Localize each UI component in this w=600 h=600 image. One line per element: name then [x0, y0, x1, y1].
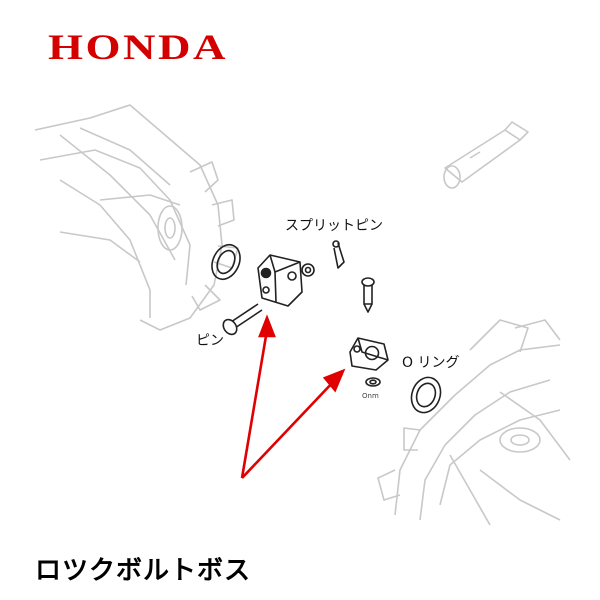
- nut-part: [301, 263, 315, 277]
- lock-bolt-boss-right: [349, 337, 389, 371]
- pointer-arrows: [240, 314, 346, 479]
- o-ring-left: [211, 243, 241, 281]
- honda-logo: HONDA: [48, 27, 228, 67]
- o-ring-label: O リング: [402, 355, 460, 371]
- left-tine-rotor: [34, 104, 239, 331]
- lock-bolt-boss-left: [257, 254, 303, 307]
- pin-label: ピン: [196, 333, 224, 349]
- split-pin-label: スプリットピン: [285, 218, 383, 234]
- pin-part: [222, 303, 263, 336]
- split-pin-part: [332, 240, 345, 269]
- shaft-part: [443, 121, 529, 189]
- right-tine-rotor: [377, 319, 571, 526]
- bolt-part: [361, 277, 375, 313]
- part-caption: ロツクボルトボス: [35, 556, 252, 586]
- small-mark-label: Onm: [362, 392, 379, 400]
- o-ring-right: [410, 376, 442, 414]
- washer-part: [365, 377, 381, 387]
